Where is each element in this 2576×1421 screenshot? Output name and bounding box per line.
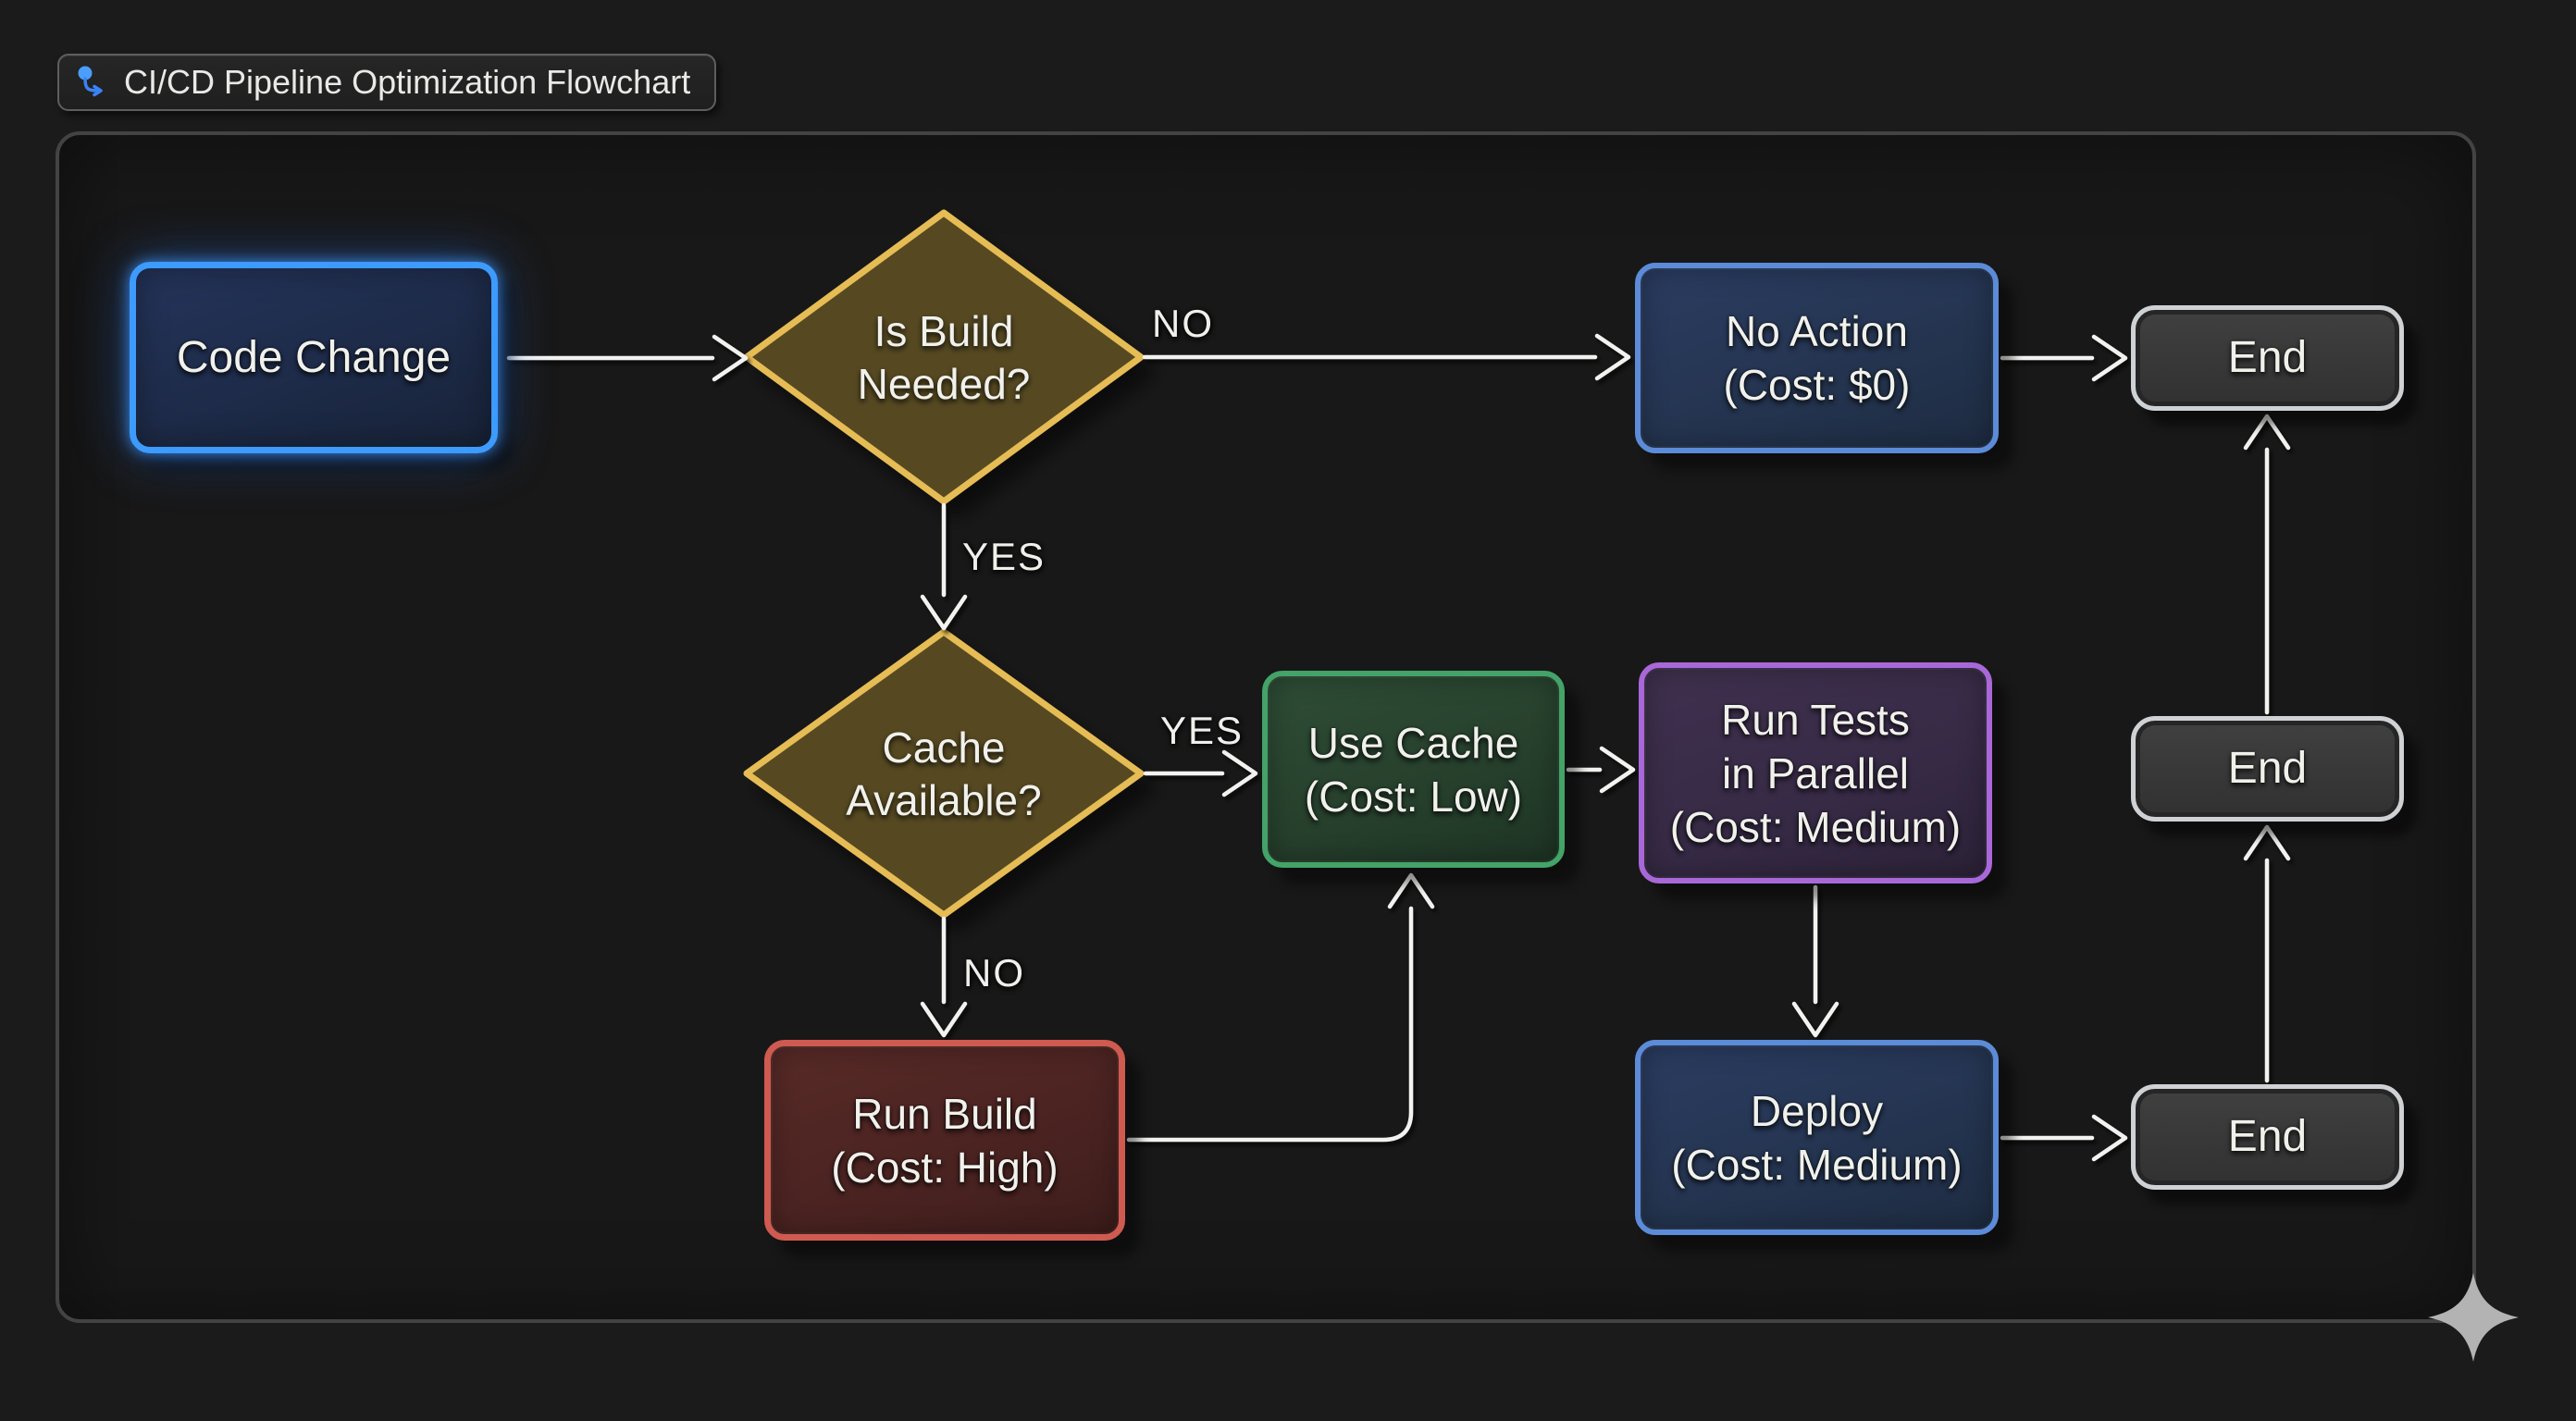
flow-branch-icon	[78, 66, 103, 97]
label-build-check: Is Build Needed?	[749, 305, 1138, 411]
node-end-middle-label: End	[2227, 744, 2308, 793]
edge-build-check-to-cache-check	[920, 502, 968, 631]
label-cache-check-line1: Cache	[882, 723, 1006, 772]
node-code-change: Code Change	[130, 262, 498, 453]
node-end-top: End	[2131, 305, 2404, 411]
node-end-bottom-label: End	[2227, 1112, 2308, 1161]
node-deploy: Deploy (Cost: Medium)	[1635, 1040, 1999, 1235]
node-end-middle: End	[2131, 716, 2404, 822]
decision-diamond-cache-check	[743, 628, 1145, 919]
node-run-tests-line3: (Cost: Medium)	[1669, 802, 1962, 851]
node-run-tests-line1: Run Tests	[1721, 695, 1910, 744]
sparkle-icon	[2428, 1273, 2519, 1362]
title-text: CI/CD Pipeline Optimization Flowchart	[124, 63, 691, 101]
node-use-cache-line2: (Cost: Low)	[1304, 772, 1523, 821]
edge-code-change-to-build-check	[506, 334, 749, 382]
label-build-check-line2: Needed?	[857, 360, 1031, 408]
edge-end-bottom-to-end-middle	[2243, 824, 2291, 1083]
edge-cache-check-to-run-build	[920, 916, 968, 1038]
edge-no-action-to-end-top	[2000, 334, 2128, 382]
edge-cache-check-to-use-cache	[1143, 749, 1258, 797]
label-build-check-line1: Is Build	[873, 307, 1014, 355]
label-cache-check: Cache Available?	[749, 722, 1138, 827]
edge-label-build-yes: YES	[962, 535, 1046, 578]
edge-run-build-to-use-cache	[1126, 872, 1435, 1143]
node-end-bottom: End	[2131, 1084, 2404, 1190]
edge-use-cache-to-run-tests	[1566, 746, 1636, 794]
node-run-build-line1: Run Build	[852, 1089, 1037, 1138]
edge-deploy-to-end-bottom	[2000, 1114, 2128, 1162]
node-no-action-line1: No Action	[1726, 307, 1908, 355]
node-no-action: No Action (Cost: $0)	[1635, 263, 1999, 453]
node-no-action-line2: (Cost: $0)	[1723, 361, 1911, 409]
node-run-tests-line2: in Parallel	[1722, 748, 1909, 797]
node-run-build: Run Build (Cost: High)	[764, 1040, 1125, 1241]
edge-label-cache-yes: YES	[1160, 709, 1245, 752]
node-use-cache-line1: Use Cache	[1307, 718, 1519, 767]
label-cache-check-line2: Available?	[846, 776, 1042, 824]
edge-end-middle-to-end-top	[2243, 414, 2291, 715]
edge-run-tests-to-deploy	[1791, 884, 1839, 1038]
node-code-change-label: Code Change	[176, 332, 452, 382]
node-end-top-label: End	[2227, 333, 2308, 382]
edge-label-cache-no: NO	[963, 951, 1025, 995]
edge-label-build-no: NO	[1152, 302, 1214, 345]
node-deploy-line1: Deploy	[1750, 1086, 1884, 1135]
decision-diamond-build-check	[743, 209, 1145, 505]
node-use-cache: Use Cache (Cost: Low)	[1262, 671, 1565, 868]
node-run-tests-parallel: Run Tests in Parallel (Cost: Medium)	[1639, 662, 1992, 883]
edge-build-check-to-no-action	[1142, 333, 1631, 381]
node-run-build-line2: (Cost: High)	[831, 1143, 1059, 1192]
title-badge: CI/CD Pipeline Optimization Flowchart	[57, 54, 717, 111]
node-deploy-line2: (Cost: Medium)	[1671, 1140, 1963, 1189]
